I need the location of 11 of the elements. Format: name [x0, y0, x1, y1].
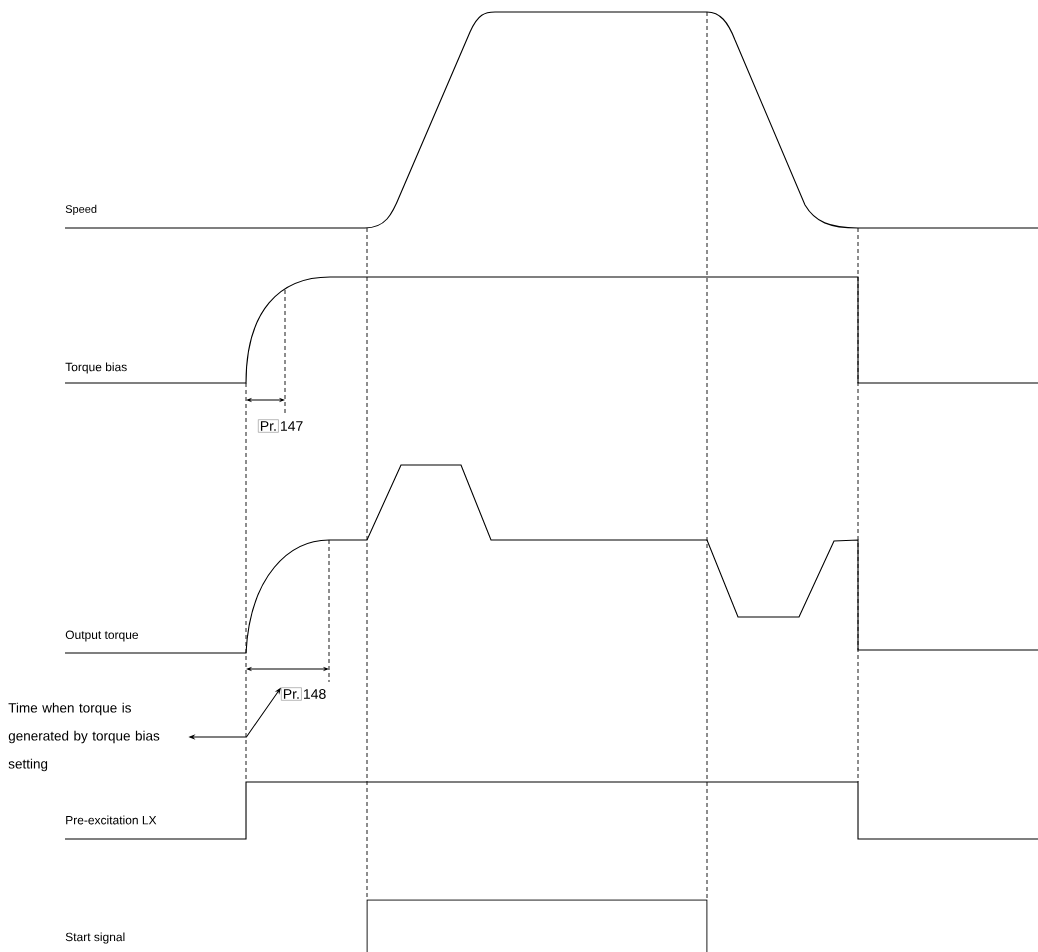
signal-name: Pre-excitation LX [66, 815, 157, 825]
parameter-number: 147 [281, 421, 303, 431]
parameter-box: Pr. [281, 687, 302, 701]
signal-name: Speed [65, 204, 97, 216]
signal-name: Torque bias [65, 362, 127, 374]
parameter-box: Pr. [258, 419, 279, 433]
signal-name: Output torque [65, 630, 139, 642]
signal-name: Start signal [65, 932, 125, 944]
parameter-number: 148 [304, 689, 326, 699]
annotation-text: Time when torque is generated by torque bias setting [8, 702, 160, 772]
leader-line [189, 688, 281, 739]
